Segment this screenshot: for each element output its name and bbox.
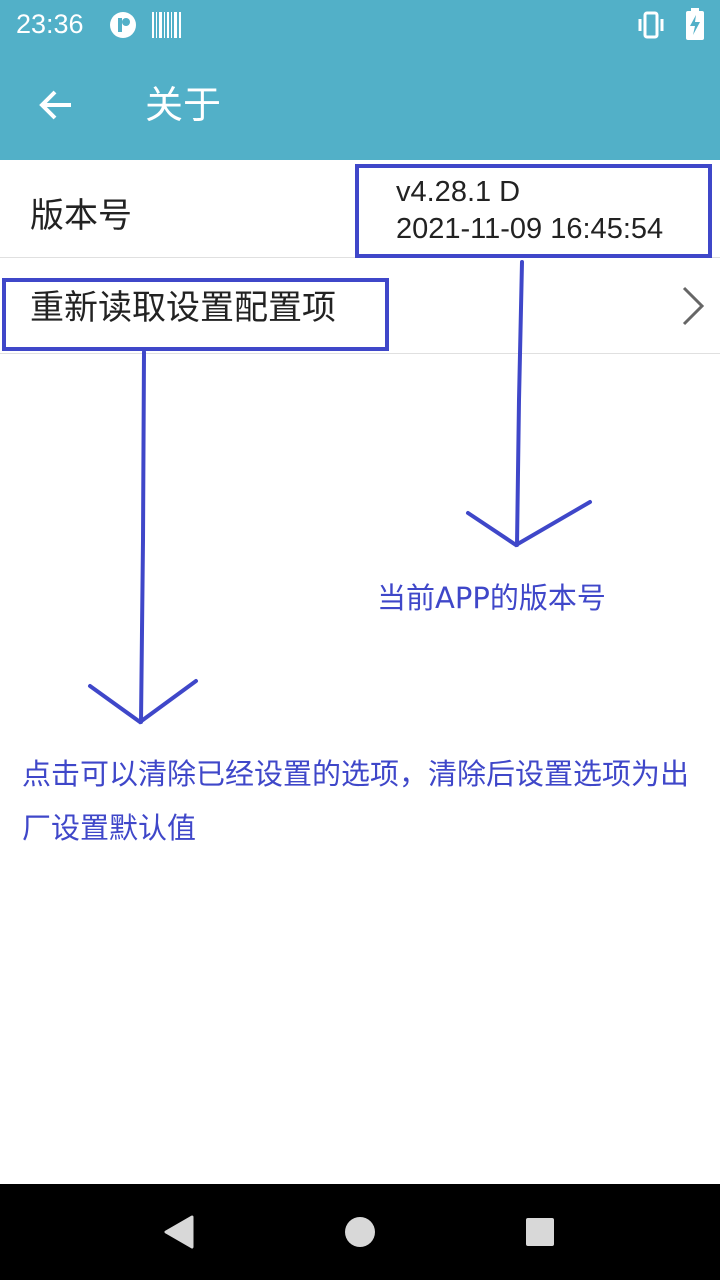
reload-settings-label: 重新读取设置配置项 [30, 288, 336, 328]
build-timestamp: 2021-11-09 16:45:54 [396, 213, 664, 245]
reload-settings-row[interactable]: 重新读取设置配置项 [0, 258, 720, 354]
annotation-arrow-reload-line [139, 350, 146, 724]
annotation-arrow-version-head [466, 500, 592, 548]
arrow-left-icon [39, 90, 71, 120]
navigation-bar [0, 1184, 720, 1280]
app-bar: 关于 [0, 50, 720, 160]
nav-recents-button[interactable] [480, 1184, 600, 1280]
barcode-icon [152, 12, 182, 42]
version-number: v4.28.1 D [396, 176, 521, 208]
annotation-arrow-reload-head [88, 679, 198, 725]
back-button[interactable] [28, 80, 84, 130]
status-bar: 23:36 [0, 0, 720, 50]
version-value: v4.28.1 D 2021-11-09 16:45:54 [396, 174, 663, 248]
battery-charging-icon [684, 8, 706, 44]
back-triangle-icon [164, 1215, 194, 1249]
version-row: 版本号 v4.28.1 D 2021-11-09 16:45:54 [0, 160, 720, 258]
chevron-right-icon [682, 286, 705, 326]
nav-home-button[interactable] [300, 1184, 420, 1280]
app-notification-icon [108, 10, 138, 44]
annotation-box-version [355, 164, 712, 258]
annotation-box-reload [2, 278, 389, 351]
annotation-arrows [88, 260, 592, 725]
home-circle-icon [345, 1217, 375, 1247]
nav-back-button[interactable] [119, 1184, 239, 1280]
annotation-version-note: 当前APP的版本号 [377, 581, 606, 615]
recents-square-icon [526, 1218, 554, 1246]
vibrate-icon [636, 11, 666, 43]
page-title: 关于 [145, 83, 222, 127]
annotation-arrow-version-line [515, 260, 524, 547]
status-time: 23:36 [16, 9, 84, 39]
version-label: 版本号 [30, 196, 132, 236]
annotation-reload-note: 点击可以清除已经设置的选项，清除后设置选项为出厂设置默认值 [22, 757, 690, 845]
